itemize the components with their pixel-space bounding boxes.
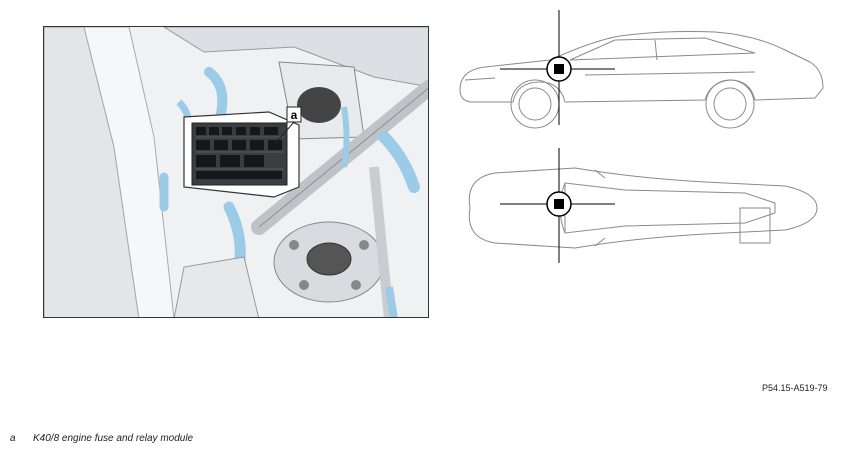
legend-text: K40/8 engine fuse and relay module (33, 433, 194, 444)
location-marker-side (500, 10, 615, 125)
car-side-view (459, 10, 824, 129)
engine-bay-illustration: a (43, 26, 429, 318)
legend-letter: a (10, 433, 16, 444)
location-marker-top (500, 148, 615, 263)
car-top-view (468, 148, 818, 263)
figure-code: P54.15-A519-79 (762, 383, 828, 393)
callout-label-a: a (291, 108, 298, 122)
engine-bay-drawing: a (44, 27, 428, 317)
